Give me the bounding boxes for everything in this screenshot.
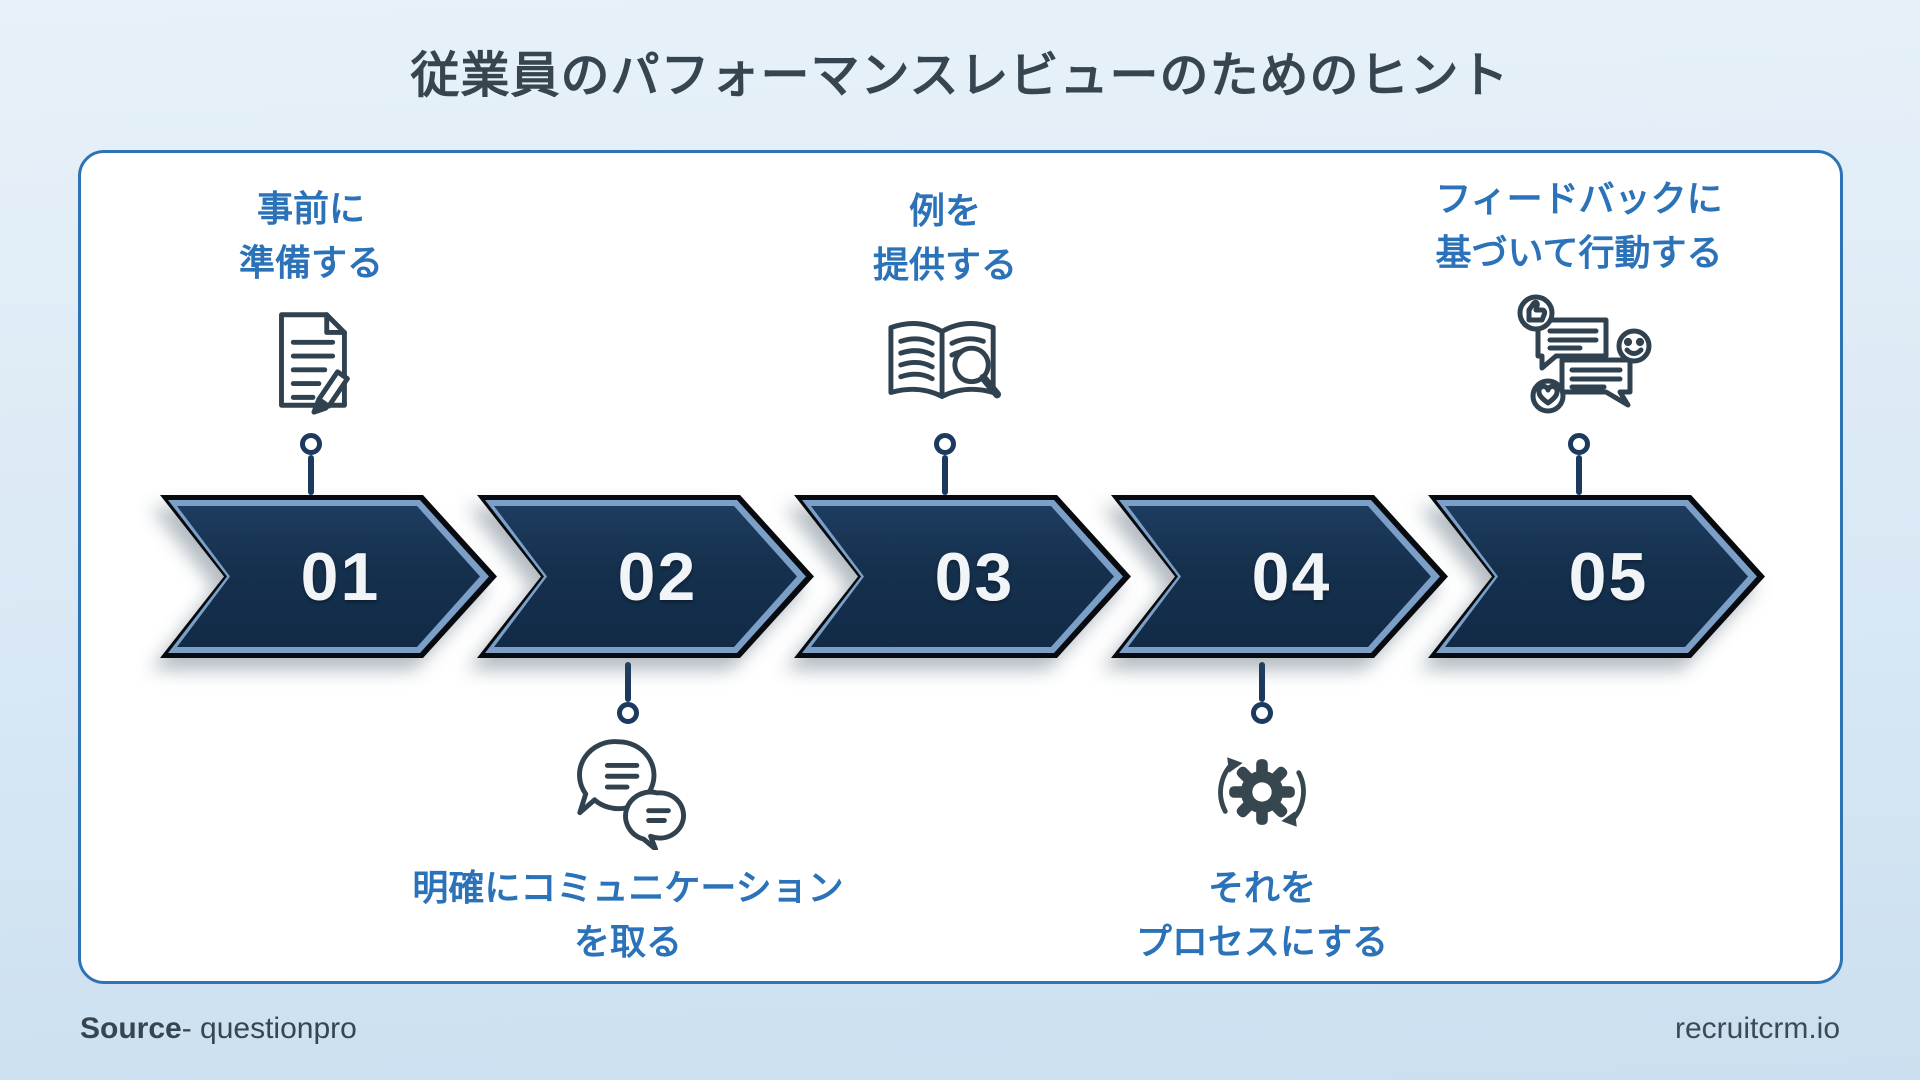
connector-step-1	[300, 433, 322, 495]
step-column-4: それを プロセスにする	[1032, 662, 1492, 980]
chevron-step-4: 04	[1111, 495, 1448, 658]
chat-bubbles-icon	[563, 732, 693, 855]
connector-dot	[1568, 433, 1590, 455]
step-4-label: それを プロセスにする	[1136, 861, 1388, 969]
step-3-label: 例を 提供する	[873, 184, 1017, 292]
connector-stem	[625, 662, 631, 702]
chevron-step-1: 01	[160, 495, 497, 658]
step-column-1: 事前に 準備する	[81, 157, 541, 495]
step-4-label-line2: プロセスにする	[1135, 921, 1389, 962]
source-credit: Source- questionpro	[80, 1012, 357, 1046]
step-2-label-line2: を取る	[573, 921, 682, 962]
step-column-3: 例を 提供する	[715, 157, 1175, 495]
step-number-3: 03	[934, 538, 1015, 615]
chevron-step-3: 03	[794, 495, 1131, 658]
connector-dot	[300, 433, 322, 455]
step-4-label-line1: それを	[1207, 867, 1316, 908]
step-number-2: 02	[617, 538, 698, 615]
step-2-label-line1: 明確にコミュニケーション	[412, 867, 844, 908]
source-value: - questionpro	[181, 1012, 357, 1045]
connector-step-5	[1568, 433, 1590, 495]
step-number-1: 01	[300, 538, 381, 615]
connector-stem	[1576, 455, 1582, 495]
step-1-label: 事前に 準備する	[239, 182, 383, 290]
gear-sync-icon	[1204, 734, 1320, 855]
document-pencil-icon	[252, 300, 370, 425]
connector-stem	[308, 455, 314, 495]
step-5-label-line2: 基づいて行動する	[1435, 232, 1723, 273]
step-5-label-line1: フィードバックに	[1435, 178, 1723, 219]
step-3-label-line1: 例を	[908, 190, 981, 231]
step-number-5: 05	[1568, 538, 1649, 615]
brand-credit: recruitcrm.io	[1674, 1012, 1840, 1045]
chevron-step-2: 02	[477, 495, 814, 658]
chevron-row: 01 02 03 04 05	[160, 495, 1765, 658]
feedback-bubbles-icon	[1504, 290, 1654, 425]
step-5-label: フィードバックに 基づいて行動する	[1435, 172, 1722, 280]
connector-step-4	[1251, 662, 1273, 724]
connector-dot	[1251, 702, 1273, 724]
connector-step-3	[934, 433, 956, 495]
book-magnifier-icon	[880, 302, 1010, 425]
connector-stem	[942, 455, 948, 495]
step-number-4: 04	[1251, 538, 1332, 615]
connector-dot	[617, 702, 639, 724]
page-title: 従業員のパフォーマンスレビューのためのヒント	[410, 49, 1510, 103]
connector-stem	[1259, 662, 1265, 702]
connector-dot	[934, 433, 956, 455]
step-1-label-line1: 事前に	[256, 188, 365, 229]
source-label: Source	[80, 1012, 182, 1045]
step-column-5: フィードバックに 基づいて行動する	[1349, 157, 1809, 495]
connector-step-2	[617, 662, 639, 724]
step-2-label: 明確にコミュニケーション を取る	[412, 861, 843, 969]
step-3-label-line2: 提供する	[872, 244, 1017, 285]
chevron-step-5: 05	[1428, 495, 1765, 658]
step-1-label-line2: 準備する	[238, 242, 383, 283]
step-column-2: 明確にコミュニケーション を取る	[398, 662, 858, 980]
